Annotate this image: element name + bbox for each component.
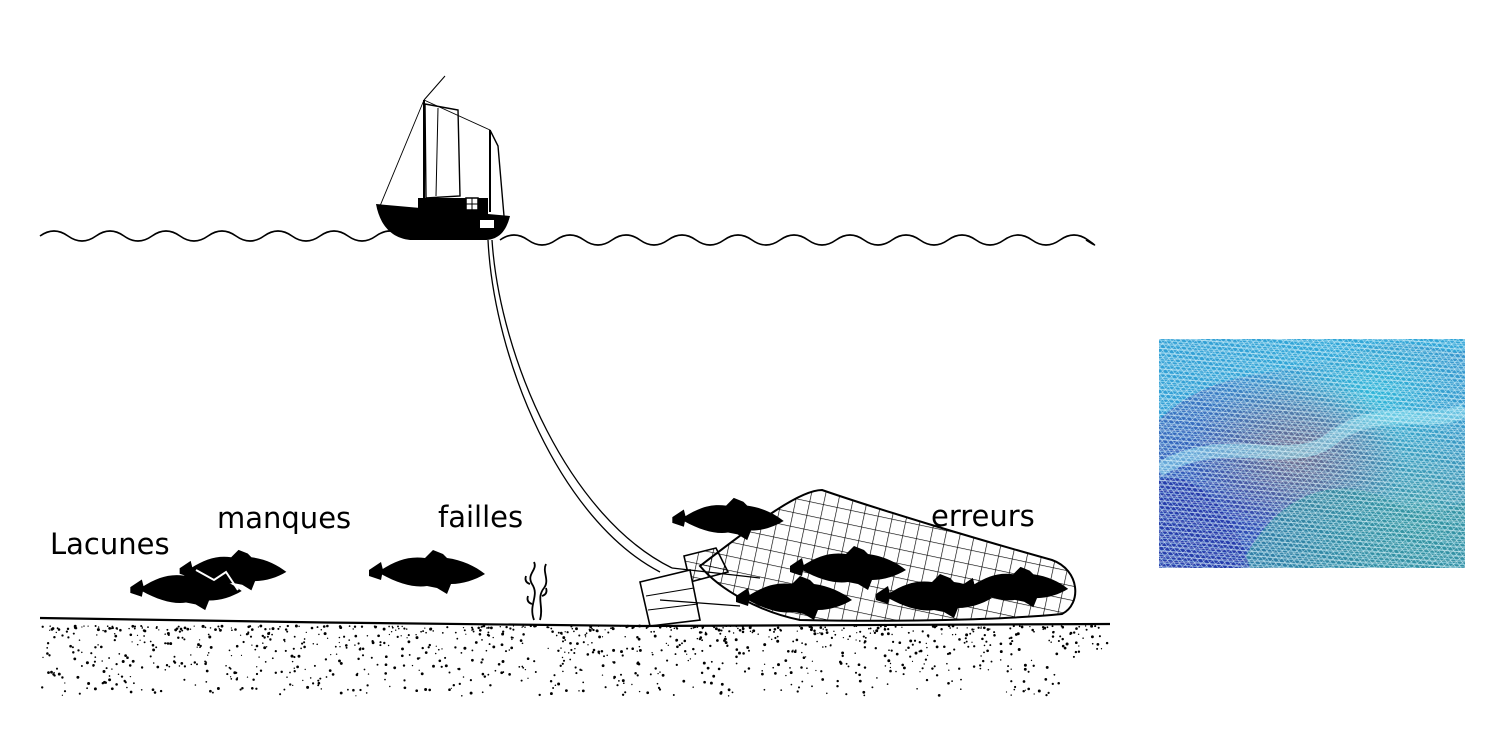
fish-icon bbox=[369, 550, 485, 594]
seabed bbox=[39, 616, 1111, 697]
label-lacunes: Lacunes bbox=[50, 527, 170, 561]
fishing-boat-icon bbox=[376, 75, 510, 240]
label-manques: manques bbox=[217, 501, 352, 535]
sea-surface-waves bbox=[39, 230, 1096, 246]
label-erreurs: erreurs bbox=[931, 499, 1035, 533]
fishing-net-photo bbox=[1159, 339, 1465, 568]
trawl-warp-cable bbox=[487, 239, 661, 573]
seaweed-icon bbox=[524, 561, 548, 621]
label-failles: failles bbox=[438, 500, 524, 534]
